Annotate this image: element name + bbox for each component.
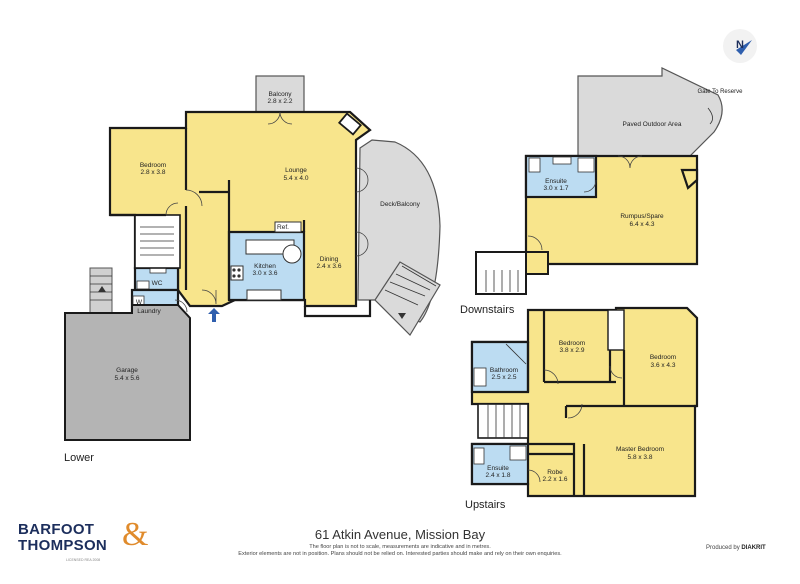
- deck-label: Deck/Balcony: [380, 201, 420, 208]
- disclaimer-line-2: Exterior elements are not in position. P…: [238, 551, 562, 557]
- master-label: Master Bedroom: [616, 446, 664, 453]
- rumpus-label: Rumpus/Spare: [620, 213, 664, 220]
- ensuite-up-shower-icon: [509, 445, 527, 461]
- credit-brand: DIAKRIT: [741, 545, 766, 551]
- floor-label-lower: Lower: [64, 452, 94, 464]
- lounge-dim: 5.4 x 4.0: [284, 175, 309, 182]
- kitchen-dim: 3.0 x 3.6: [253, 270, 278, 277]
- bedroom-lower-dim: 2.8 x 3.8: [141, 169, 166, 176]
- wc-toilet-icon: [136, 280, 150, 290]
- ensuite-down-toilet-icon: [528, 157, 541, 173]
- fridge-space: [274, 221, 302, 233]
- laundry-label: Laundry: [137, 308, 161, 315]
- bedroom-lower-label: Bedroom: [140, 162, 166, 169]
- balcony-label: Balcony: [268, 91, 292, 98]
- dining-dim: 2.4 x 3.6: [317, 263, 342, 270]
- downstairs-floor: [475, 67, 723, 295]
- w-label: W: [136, 299, 143, 306]
- ensuite-down-shower-icon: [577, 157, 595, 173]
- bathroom-dim: 2.5 x 2.5: [492, 374, 517, 381]
- kitchen-counter: [246, 289, 282, 301]
- master-dim: 5.8 x 3.8: [628, 454, 653, 461]
- lower-floor: [64, 75, 441, 441]
- bedroom-up2-label: Bedroom: [650, 354, 676, 361]
- property-address: 61 Atkin Avenue, Mission Bay: [314, 527, 486, 542]
- producer-credit: Produced by DIAKRIT: [706, 545, 766, 551]
- logo-subtext: LICENSED REA 2008: [66, 558, 101, 562]
- paved-label: Paved Outdoor Area: [623, 121, 682, 128]
- compass-needle-icon: [736, 40, 752, 55]
- garage-dim: 5.4 x 5.6: [115, 375, 140, 382]
- bedroom-up1-label: Bedroom: [559, 340, 585, 347]
- ensuite-down-label: Ensuite: [545, 178, 567, 185]
- robe-label: Robe: [547, 469, 563, 476]
- lower-window-bay: [337, 112, 363, 136]
- lower-doors: [165, 111, 369, 313]
- garage: [64, 304, 191, 441]
- upstairs-stairs: [477, 403, 529, 439]
- ensuite-up-vanity-icon: [473, 447, 485, 465]
- agency-logo: BARFOOT THOMPSON: [18, 522, 107, 554]
- ensuite-down-dim: 3.0 x 1.7: [544, 185, 569, 192]
- logo-line2: THOMPSON: [18, 537, 108, 554]
- ensuite-down-basin-icon: [552, 156, 572, 165]
- lower-internal-walls: [110, 128, 306, 300]
- kitchen-island-end: [282, 244, 302, 264]
- upstairs-floor: [470, 306, 699, 498]
- logo-ampersand: &: [122, 516, 149, 553]
- lower-internal-stairs: [134, 214, 181, 269]
- compass-dial: [723, 29, 757, 63]
- robe-dim: 2.2 x 1.6: [543, 476, 568, 483]
- deck-stairs: [374, 261, 441, 336]
- kitchen-label: Kitchen: [254, 263, 276, 270]
- logo-line1: BARFOOT: [18, 521, 95, 538]
- ensuite-up-label: Ensuite: [487, 465, 509, 472]
- paved-outdoor-area: [577, 67, 723, 159]
- garage-label: Garage: [116, 367, 138, 374]
- floor-label-downstairs: Downstairs: [460, 304, 515, 316]
- entry-arrow-icon: [208, 308, 220, 322]
- credit-prefix: Produced by: [706, 545, 740, 551]
- lounge-label: Lounge: [285, 167, 307, 174]
- balcony-dim: 2.8 x 2.2: [268, 98, 293, 105]
- downstairs-stairs: [475, 251, 527, 295]
- balcony: [255, 75, 305, 113]
- bathroom-label: Bathroom: [490, 367, 518, 374]
- bathroom-vanity-icon: [473, 367, 487, 387]
- garage-stairs: [89, 267, 113, 314]
- ensuite-up-dim: 2.4 x 1.8: [486, 472, 511, 479]
- compass-north-label: N: [736, 39, 744, 51]
- gate-label: Gate To Reserve: [698, 89, 744, 95]
- dining-label: Dining: [320, 256, 339, 263]
- rumpus-dim: 6.4 x 4.3: [630, 221, 655, 228]
- ref-label: Ref.: [277, 224, 289, 231]
- compass: N: [723, 29, 757, 63]
- floor-label-upstairs: Upstairs: [465, 499, 506, 511]
- bedroom-up2-dim: 3.6 x 4.3: [651, 362, 676, 369]
- bedroom-up1-dim: 3.8 x 2.9: [560, 347, 585, 354]
- cooktop: [230, 265, 244, 281]
- disclaimer-line-1: The floor plan is not to scale, measurem…: [309, 544, 491, 550]
- wc-label: WC: [152, 280, 163, 287]
